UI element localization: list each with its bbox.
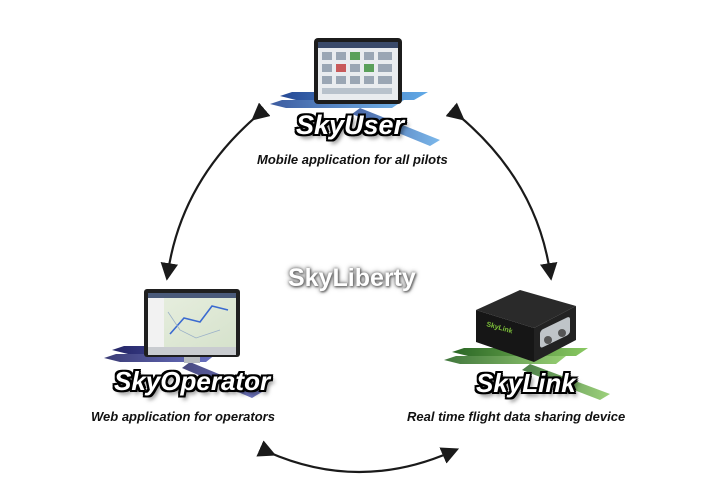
arrow-skyuser-skylink	[445, 102, 558, 281]
skyuser-title: SkyUser	[296, 110, 405, 140]
cycle-arrows	[160, 102, 558, 474]
skyoperator-description: Web application for operators	[91, 409, 275, 424]
arrow-skyuser-skyoperator	[160, 102, 271, 281]
arrow-skyoperator-skylink	[256, 440, 460, 474]
skyuser-description: Mobile application for all pilots	[257, 152, 448, 167]
monitor-icon	[144, 289, 240, 363]
hardware-box-icon: SkyLink	[476, 290, 576, 362]
tablet-icon	[314, 38, 402, 104]
skylink-description: Real time flight data sharing device	[407, 409, 626, 424]
skylink-title: SkyLink	[476, 368, 576, 398]
center-title: SkyLiberty	[288, 264, 416, 292]
skyoperator-title: SkyOperator	[114, 366, 271, 396]
